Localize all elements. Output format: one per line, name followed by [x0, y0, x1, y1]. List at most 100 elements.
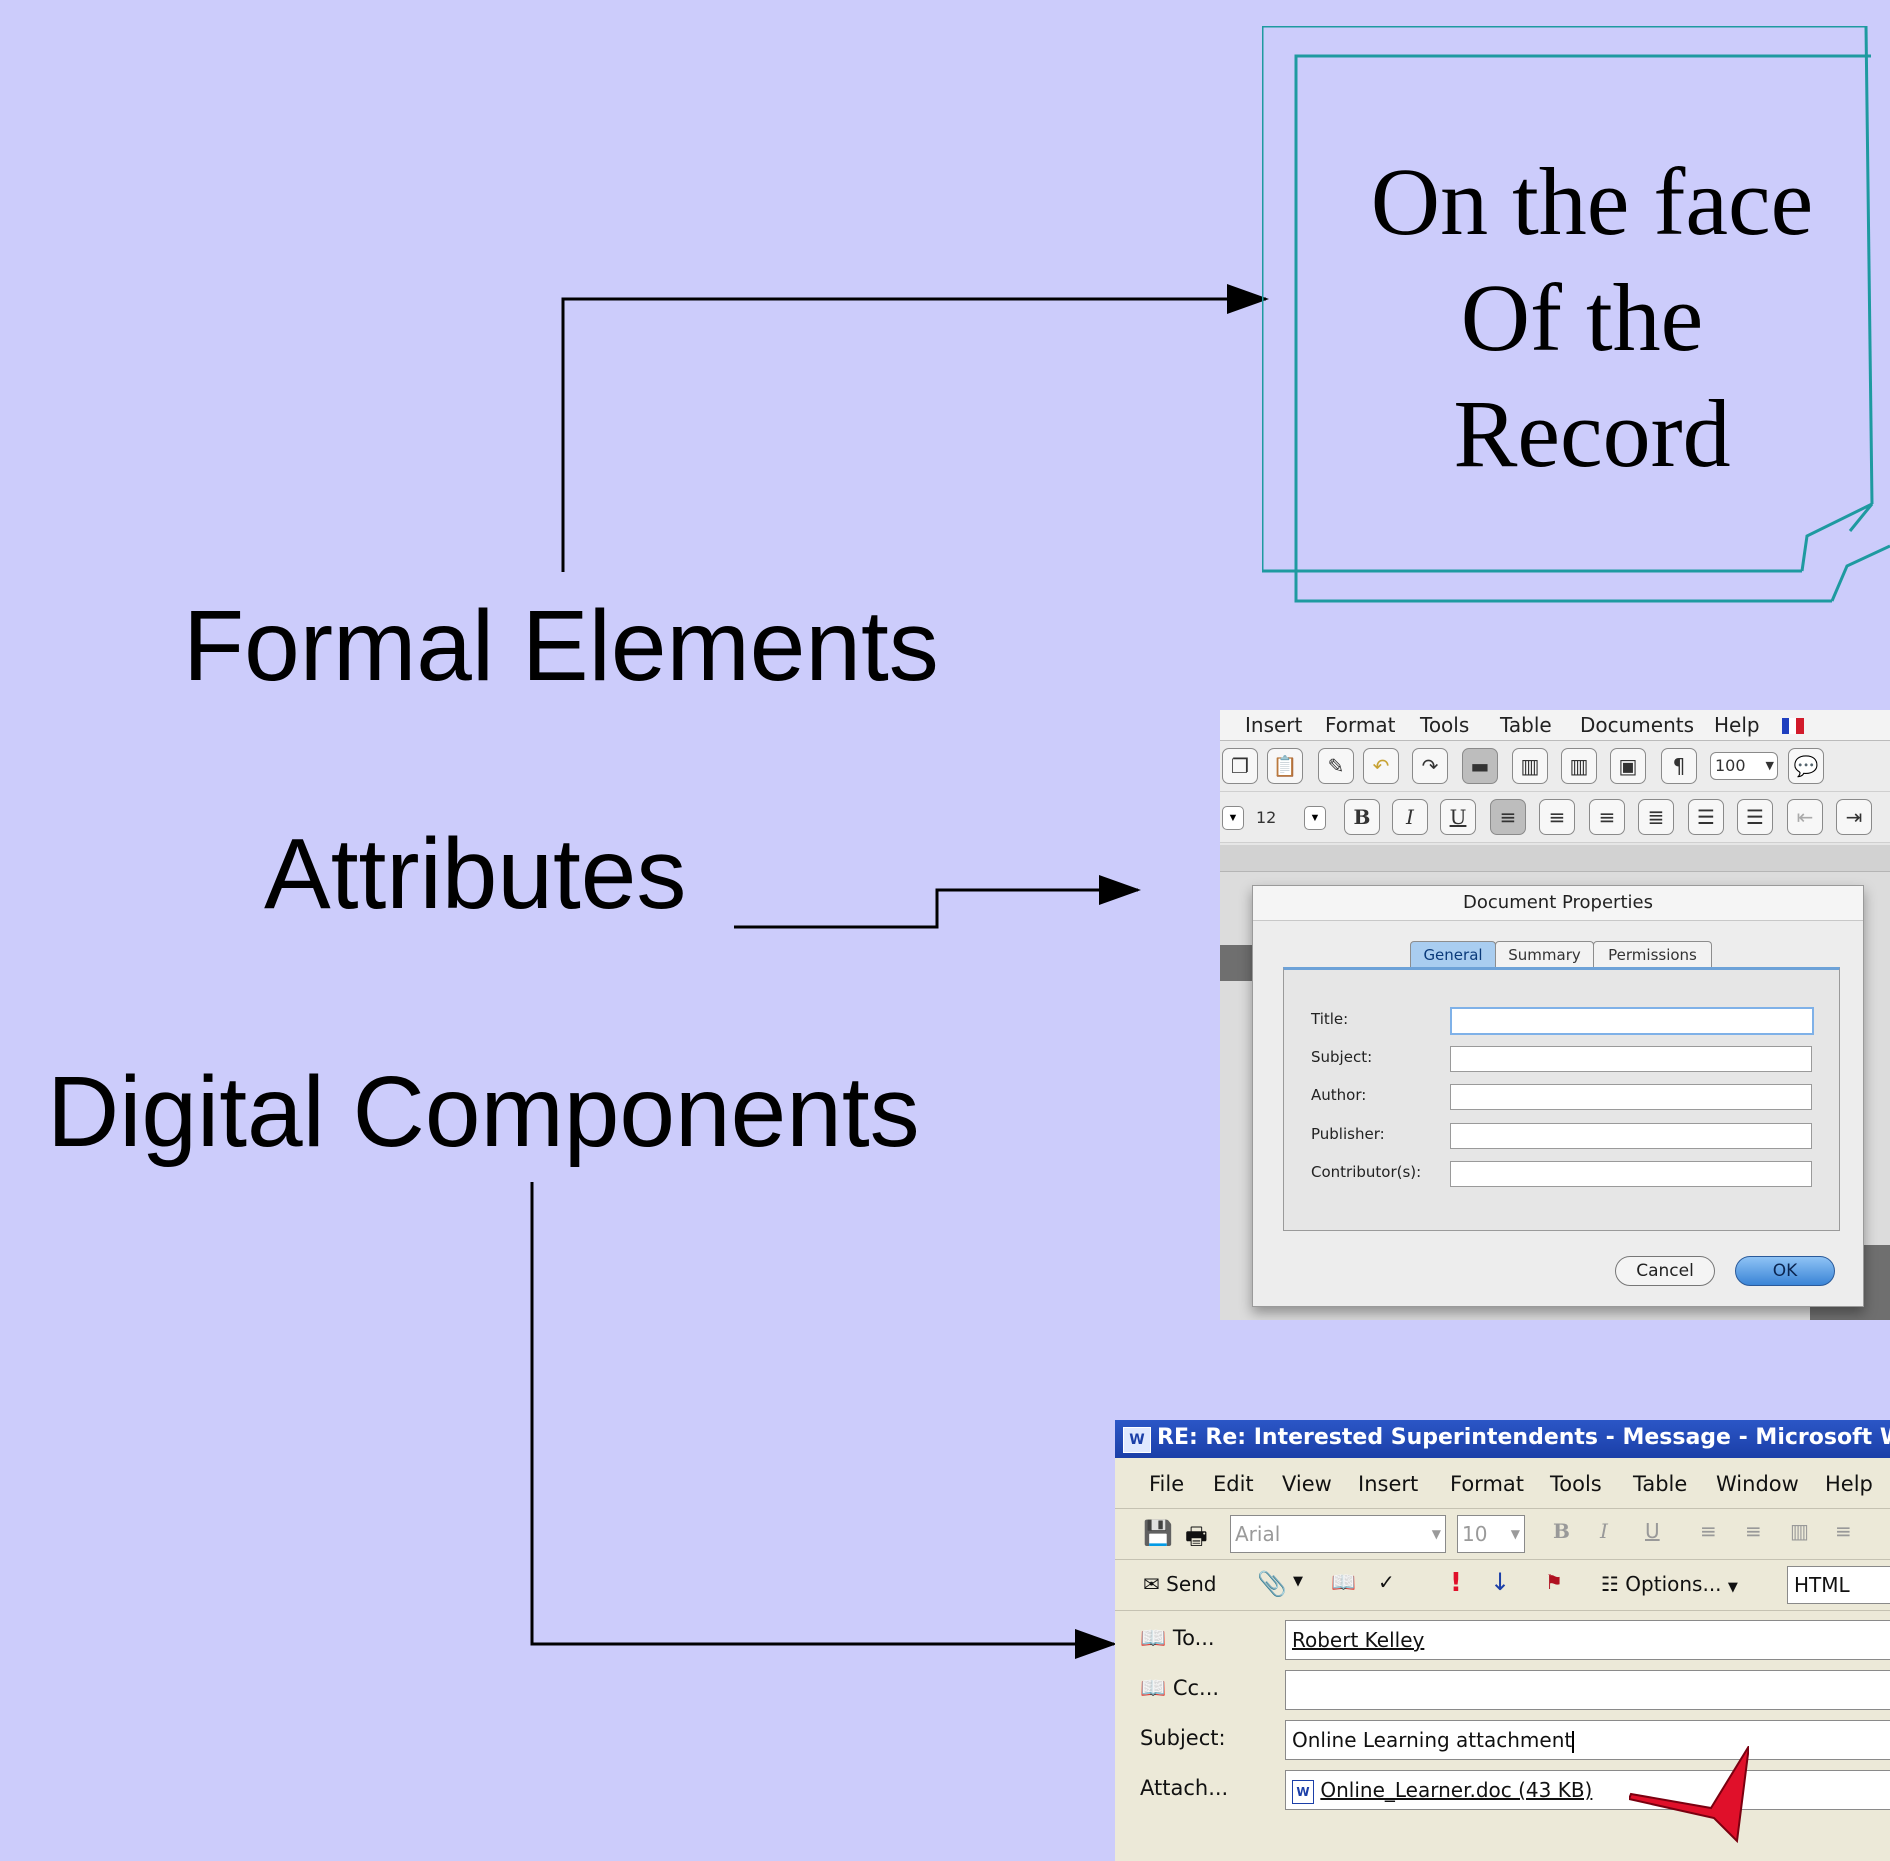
title-field[interactable] — [1450, 1007, 1814, 1035]
eyedropper-icon[interactable]: ✎ — [1318, 748, 1354, 784]
tab-general[interactable]: General — [1410, 941, 1496, 968]
align-right-icon[interactable]: ≡ — [1589, 799, 1625, 835]
to-field[interactable]: Robert Kelley — [1285, 1620, 1890, 1660]
undo-icon[interactable]: ↶ — [1363, 748, 1399, 784]
chevron-down-icon[interactable]: ▼ — [1293, 1574, 1303, 1589]
menu-help[interactable]: Help — [1825, 1472, 1873, 1496]
redo-icon[interactable]: ↷ — [1412, 748, 1448, 784]
address-book-icon[interactable]: 📖 — [1331, 1570, 1356, 1594]
menu-tools[interactable]: Tools — [1550, 1472, 1602, 1496]
menu-insert[interactable]: Insert — [1245, 713, 1303, 737]
check-names-icon[interactable]: ✓ — [1378, 1570, 1395, 1594]
bullet-list-icon[interactable]: ☰ — [1737, 799, 1773, 835]
address-book-icon: 📖 — [1140, 1626, 1167, 1650]
underline-icon[interactable]: U — [1645, 1519, 1660, 1543]
message-window-screenshot: W RE: Re: Interested Superintendents - M… — [1115, 1420, 1890, 1861]
font-name-select[interactable]: Arial ▼ — [1230, 1515, 1446, 1553]
options-label: Options... — [1625, 1572, 1722, 1596]
two-column-icon[interactable]: ▥ — [1512, 748, 1548, 784]
note-line-3: Record — [1453, 380, 1731, 487]
underline-icon[interactable]: U — [1440, 799, 1476, 835]
word-document-icon: W — [1292, 1779, 1314, 1804]
send-button[interactable]: ✉ Send — [1143, 1572, 1217, 1596]
left-margin-strip — [1220, 945, 1252, 981]
attributes-label: Attributes — [264, 818, 687, 930]
window-title-bar: W RE: Re: Interested Superintendents - M… — [1115, 1420, 1890, 1458]
attach-field[interactable]: W Online_Learner.doc (43 KB) — [1285, 1770, 1890, 1810]
italic-icon[interactable]: I — [1600, 1519, 1608, 1543]
attributes-arrow — [734, 875, 1141, 929]
low-importance-icon[interactable]: ↓ — [1490, 1568, 1511, 1596]
digital-components-arrow — [530, 1182, 1117, 1659]
font-size-value: 10 — [1462, 1522, 1488, 1546]
format-select[interactable]: HTML — [1787, 1566, 1890, 1604]
subject-field[interactable]: Online Learning attachment — [1285, 1720, 1890, 1760]
menu-table[interactable]: Table — [1633, 1472, 1688, 1496]
formal-elements-label: Formal Elements — [183, 590, 939, 702]
bold-icon[interactable]: B — [1344, 799, 1380, 835]
ok-button[interactable]: OK — [1735, 1256, 1835, 1286]
contributors-field[interactable] — [1450, 1161, 1812, 1187]
contributors-label: Contributor(s): — [1311, 1163, 1422, 1181]
align-center-icon[interactable]: ≡ — [1745, 1519, 1762, 1543]
note-card-outline — [1262, 26, 1890, 603]
menu-documents[interactable]: Documents — [1580, 713, 1695, 737]
menu-format[interactable]: Format — [1325, 713, 1396, 737]
tab-permissions[interactable]: Permissions — [1593, 941, 1712, 968]
high-importance-icon[interactable]: ! — [1450, 1568, 1462, 1598]
menu-format[interactable]: Format — [1450, 1472, 1525, 1496]
three-column-icon[interactable]: ▥ — [1561, 748, 1597, 784]
numbered-list-icon[interactable]: ☰ — [1688, 799, 1724, 835]
menu-tools[interactable]: Tools — [1420, 713, 1470, 737]
bold-icon[interactable]: B — [1553, 1519, 1570, 1543]
paragraph-marks-icon[interactable]: ¶ — [1661, 748, 1697, 784]
menu-window[interactable]: Window — [1716, 1472, 1799, 1496]
send-icon: ✉ — [1143, 1572, 1160, 1596]
print-icon[interactable]: 🖶 — [1185, 1522, 1208, 1550]
general-pane: Title: Subject: Author: Publisher: Contr… — [1283, 967, 1840, 1231]
align-left-icon[interactable]: ≡ — [1490, 799, 1526, 835]
to-recipient[interactable]: Robert Kelley — [1292, 1628, 1425, 1652]
cc-field[interactable] — [1285, 1670, 1890, 1710]
indent-icon[interactable]: ⇥ — [1836, 799, 1872, 835]
menu-bar: File Edit View Insert Format Tools Table… — [1115, 1458, 1890, 1509]
chevron-down-icon: ▼ — [1222, 806, 1244, 830]
font-size-select[interactable]: 10 ▼ — [1457, 1515, 1525, 1553]
menu-view[interactable]: View — [1282, 1472, 1332, 1496]
outdent-icon[interactable]: ⇤ — [1787, 799, 1823, 835]
menu-table[interactable]: Table — [1500, 713, 1552, 737]
menu-edit[interactable]: Edit — [1213, 1472, 1254, 1496]
flag-icon[interactable]: ⚑ — [1545, 1570, 1563, 1594]
title-label: Title: — [1311, 1010, 1349, 1028]
attachment-link[interactable]: Online_Learner.doc (43 KB) — [1320, 1778, 1593, 1802]
justify-icon[interactable]: ≣ — [1638, 799, 1674, 835]
paste-icon[interactable]: 📋 — [1267, 748, 1303, 784]
save-icon[interactable]: 💾 — [1143, 1519, 1173, 1547]
cc-button[interactable]: 📖 Cc... — [1140, 1676, 1219, 1701]
align-left-icon[interactable]: ≡ — [1700, 1519, 1717, 1543]
window-title: RE: Re: Interested Superintendents - Mes… — [1157, 1425, 1890, 1450]
attach-paperclip-icon[interactable]: 📎 — [1257, 1570, 1287, 1598]
italic-icon[interactable]: I — [1392, 799, 1428, 835]
publisher-field[interactable] — [1450, 1123, 1812, 1149]
align-right-icon[interactable]: ≡ — [1835, 1519, 1852, 1543]
options-button[interactable]: ☷ Options... ▼ — [1601, 1572, 1738, 1596]
menu-help[interactable]: Help — [1714, 713, 1760, 737]
tab-summary[interactable]: Summary — [1495, 941, 1594, 968]
align-center-icon[interactable]: ≡ — [1539, 799, 1575, 835]
one-column-icon[interactable]: ▬ — [1462, 748, 1498, 784]
dialog-title: Document Properties — [1253, 886, 1863, 921]
columns-icon[interactable]: ▥ — [1790, 1519, 1809, 1543]
to-button[interactable]: 📖 To... — [1140, 1626, 1215, 1651]
font-size-select[interactable]: ▼ 12 ▼ — [1220, 802, 1328, 832]
insert-image-icon[interactable]: ▣ — [1610, 748, 1646, 784]
subject-field[interactable] — [1450, 1046, 1812, 1072]
menu-file[interactable]: File — [1149, 1472, 1185, 1496]
zoom-select[interactable]: 100 ▼ — [1710, 752, 1778, 780]
copy-icon[interactable]: ❐ — [1222, 748, 1258, 784]
cancel-button[interactable]: Cancel — [1615, 1256, 1715, 1286]
author-field[interactable] — [1450, 1084, 1812, 1110]
menu-insert[interactable]: Insert — [1358, 1472, 1419, 1496]
help-balloon-icon[interactable]: 💬 — [1788, 748, 1824, 784]
chevron-down-icon: ▼ — [1765, 759, 1774, 772]
